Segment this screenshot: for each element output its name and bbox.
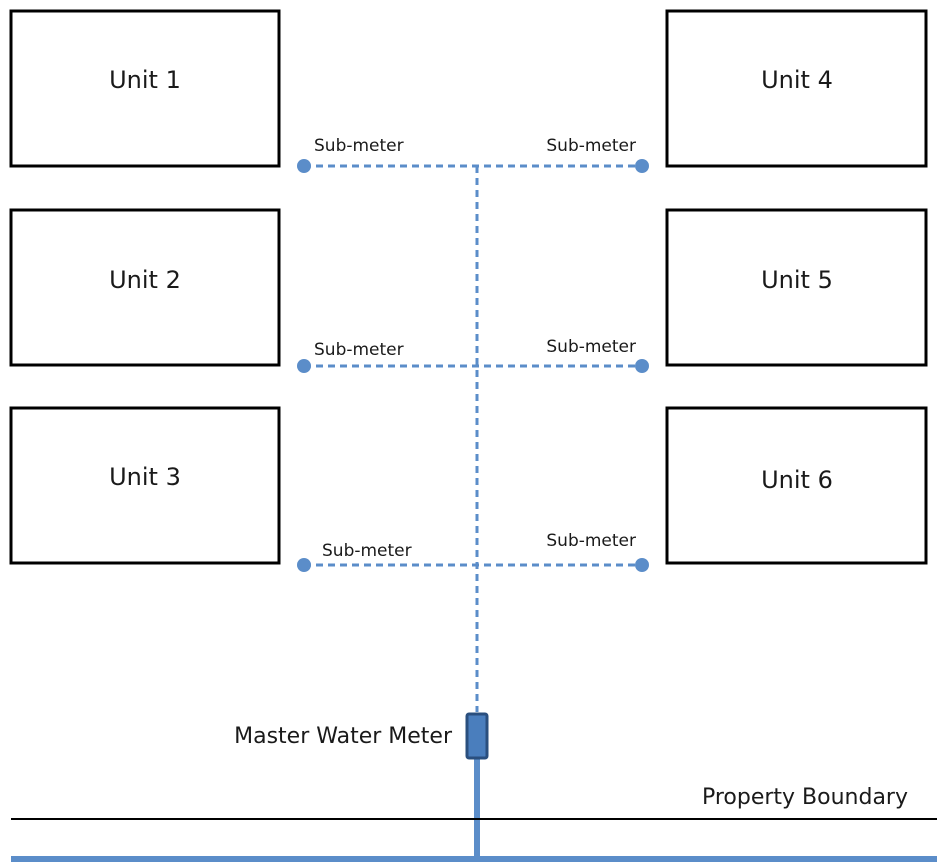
- unit-label: Unit 5: [761, 266, 833, 294]
- sub-meter-dot: [635, 558, 649, 572]
- unit-label: Unit 6: [761, 466, 833, 494]
- property-boundary-label: Property Boundary: [702, 785, 908, 810]
- unit-label: Unit 1: [109, 66, 181, 94]
- sub-meter-label: Sub-meter: [322, 541, 412, 561]
- sub-meter-dot: [297, 159, 311, 173]
- sub-meter-label: Sub-meter: [546, 531, 636, 551]
- unit-label: Unit 3: [109, 463, 181, 491]
- sub-meter-label: Sub-meter: [546, 136, 636, 156]
- unit-label: Unit 4: [761, 66, 833, 94]
- sub-meter-dot: [635, 359, 649, 373]
- unit-box-4: Unit 4: [665, 9, 928, 168]
- sub-meter-dot: [297, 558, 311, 572]
- unit-box-6: Unit 6: [665, 406, 928, 565]
- sub-meter-label: Sub-meter: [314, 136, 404, 156]
- sub-meter-label: Sub-meter: [546, 337, 636, 357]
- sub-meter-dot: [635, 159, 649, 173]
- unit-label: Unit 2: [109, 266, 181, 294]
- unit-box-5: Unit 5: [665, 208, 928, 367]
- master-meter-icon: [465, 712, 489, 760]
- unit-box-2: Unit 2: [9, 208, 281, 367]
- master-meter-label: Master Water Meter: [234, 724, 453, 749]
- unit-box-1: Unit 1: [9, 9, 281, 168]
- unit-box-3: Unit 3: [9, 406, 281, 565]
- sub-meter-label: Sub-meter: [314, 340, 404, 360]
- sub-meter-dot: [297, 359, 311, 373]
